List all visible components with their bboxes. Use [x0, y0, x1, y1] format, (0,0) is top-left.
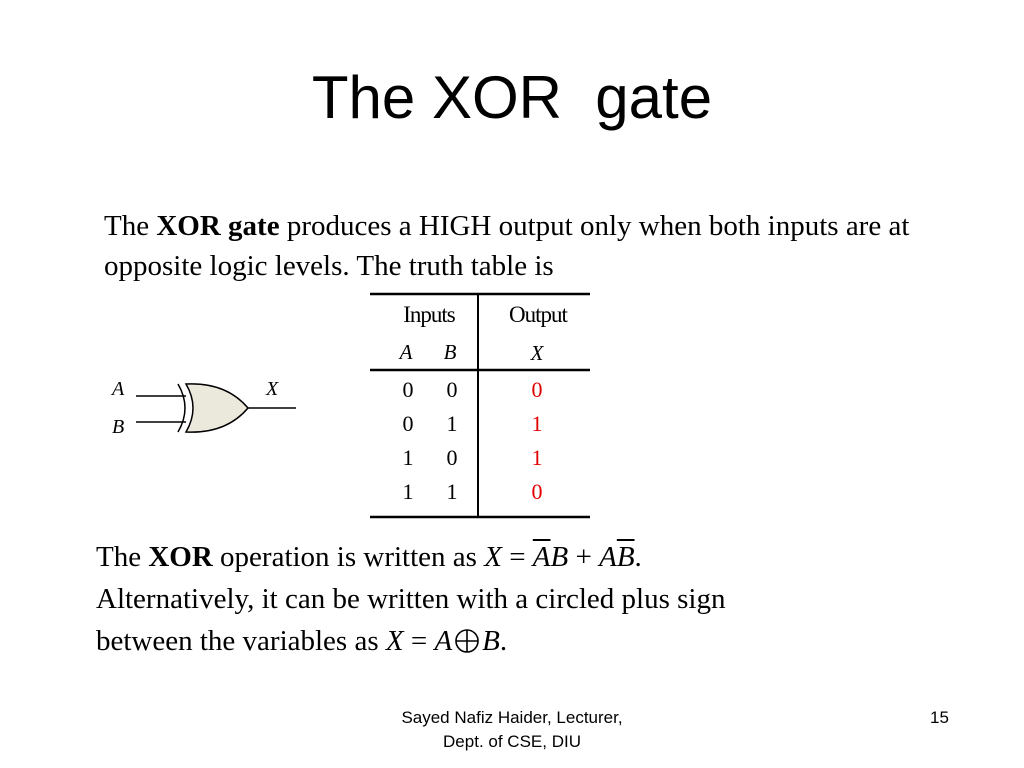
cell-b: 1 [446, 479, 458, 504]
eq2-b: B [482, 625, 500, 657]
gate-body [184, 383, 249, 433]
footer-line1: Sayed Nafiz Haider, Lecturer, [401, 708, 623, 727]
gate-label-a: A [112, 378, 125, 400]
eq2-x: X [385, 625, 404, 657]
intro-paragraph: The XOR gate produces a HIGH output only… [104, 206, 924, 286]
gate-extra-curve [177, 383, 186, 433]
cell-a: 0 [402, 377, 414, 402]
op-line3-pre: between the variables as [96, 625, 386, 657]
cell-a: 0 [402, 411, 414, 436]
eq-b: B [550, 541, 569, 573]
eq-plus: + [568, 541, 600, 573]
eq-x: X [484, 541, 502, 573]
eq-equals: = [501, 541, 533, 573]
table-sub-a: A [399, 340, 413, 364]
cell-x: 1 [531, 445, 543, 470]
table-header-output: Output [509, 302, 568, 327]
intro-bold-term: XOR gate [156, 210, 280, 242]
op-bold-term: XOR [148, 541, 213, 573]
intro-post: produces a HIGH output only when both in… [104, 210, 910, 282]
cell-x: 0 [531, 377, 543, 402]
cell-b: 0 [446, 377, 458, 402]
gate-label-b: B [112, 416, 125, 438]
cell-x: 1 [531, 411, 543, 436]
eq-end: . [634, 541, 642, 573]
slide-title: The XOR gate [311, 64, 713, 131]
eq-b-bar: B [616, 541, 635, 573]
cell-a: 1 [402, 479, 414, 504]
eq2-a: A [434, 625, 453, 657]
eq-a-bar: A [532, 541, 551, 573]
operation-paragraph: The XOR operation is written as X = AB +… [96, 536, 956, 662]
eq2-equals: = [403, 625, 435, 657]
footer-line2: Dept. of CSE, DIU [443, 732, 581, 751]
eq-a: A [599, 541, 617, 573]
intro-pre: The [104, 210, 157, 242]
cell-a: 1 [402, 445, 414, 470]
gate-label-x: X [266, 378, 279, 400]
circled-plus-icon [454, 624, 480, 653]
page-number: 15 [930, 708, 949, 727]
footer-author: Sayed Nafiz Haider, Lecturer, Dept. of C… [380, 706, 644, 754]
table-sub-b: B [443, 340, 457, 364]
cell-x: 0 [531, 479, 543, 504]
op-mid: operation is written as [212, 541, 485, 573]
op-pre: The [96, 541, 149, 573]
xor-gate-symbol [136, 383, 296, 433]
table-header-inputs: Inputs [403, 302, 456, 327]
eq2-end: . [499, 625, 508, 657]
table-sub-x: X [530, 341, 544, 365]
cell-b: 0 [446, 445, 458, 470]
cell-b: 1 [446, 411, 458, 436]
truth-table-lines [370, 292, 590, 519]
op-line2: Alternatively, it can be written with a … [96, 583, 726, 615]
